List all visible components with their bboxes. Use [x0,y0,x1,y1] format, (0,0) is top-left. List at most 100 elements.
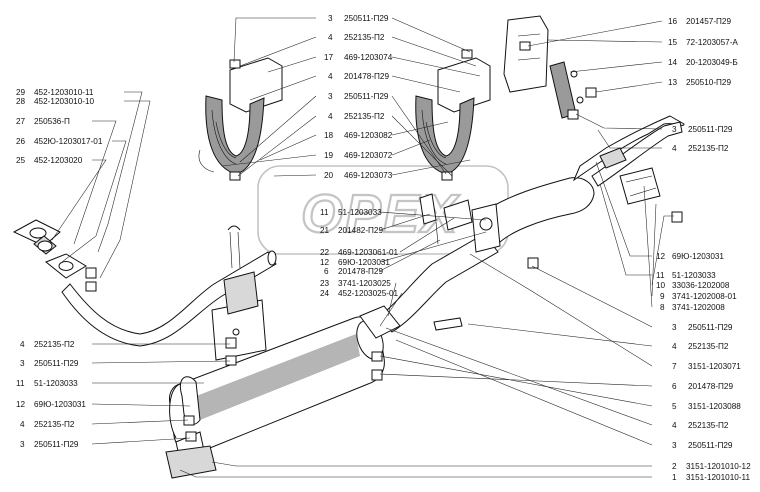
bracket-arm [223,271,259,315]
callout-center-code: 3741-1203025 [338,279,391,288]
callout-right-code: 201478-П29 [688,382,733,391]
labels-right: 16 201457-П29 15 72-1203057-А 14 20-1203… [656,17,751,482]
callout-right-num: 4 [672,144,677,153]
resonator-body [483,177,595,247]
left-hanger-rubber [205,95,265,175]
callout-right-num: 4 [672,342,677,351]
callout-left-num: 4 [20,420,25,429]
callout-center-code: 250511-П29 [344,92,389,101]
callout-left-num: 27 [16,117,26,126]
pad-hole-lower [576,96,584,104]
callout-left-code: 250536-П [34,117,70,126]
bracket-15-edges [517,33,541,61]
callout-left-num: 29 [16,88,26,97]
u-bolt-top [227,225,241,231]
callout-right-code: 51-1203033 [672,271,716,280]
right-hanger-bracket [437,57,491,113]
callout-right-code: 3151-1201010-11 [686,473,750,482]
nut-bracket-3 [225,355,237,366]
callout-center-num: 11 [320,208,329,217]
callout-right-num: 8 [660,303,665,312]
center-bolts [419,193,539,331]
callout-right-num: 4 [672,421,677,430]
bolt-shaft [435,221,439,245]
callout-left-num: 3 [20,359,25,368]
callout-center-code: 469-1203073 [344,171,393,180]
callout-left-code: 250511-П29 [34,359,79,368]
front-exhaust-pipe [12,219,277,347]
callout-center-num: 18 [324,131,334,140]
callout-center-code: 452-1203025-01 [338,289,399,298]
callout-right-num: 5 [672,402,677,411]
callout-left-code: 250511-П29 [34,440,79,449]
callout-center-code: 201478-П29 [338,267,383,276]
callout-right-code: 72-1203057-А [686,38,738,47]
callout-right-code: 3741-1202008 [672,303,725,312]
callout-right-num: 12 [656,252,666,261]
callout-center-num: 24 [320,289,330,298]
callout-left-code: 69Ю-1203031 [34,400,86,409]
callout-right-num: 9 [660,292,665,301]
top-right-bracket [503,15,597,120]
callout-left-code: 51-1203033 [34,379,78,388]
callout-left-code: 452Ю-1203017-01 [34,137,103,146]
callout-right-code: 250511-П29 [688,323,733,332]
clamp-8-edges [625,175,657,197]
callout-left-num: 3 [20,440,25,449]
callout-right-code: 250511-П29 [688,125,733,134]
callout-left-num: 25 [16,156,26,165]
callout-center-num: 20 [324,171,334,180]
bracket-hole [232,328,240,336]
callout-center-num: 17 [324,53,334,62]
pipe-flange-hole [58,261,74,271]
nut-tail-3 [185,431,197,442]
front-flange-hole [29,227,47,239]
tailpipe-mount [165,445,217,479]
left-fasteners [85,267,237,442]
clamp-8 [619,167,661,205]
callout-center-num: 4 [328,72,333,81]
front-pipe-end [267,250,277,266]
callout-right-num: 16 [668,17,678,26]
nut-10 [671,211,683,223]
callout-left-code: 252135-П2 [34,420,75,429]
nut-13-upper [585,87,597,98]
pipe-clamp-upper [599,147,627,169]
callout-right-num: 3 [672,441,677,450]
muffler-nut-b [371,351,383,362]
callout-right-num: 10 [656,281,666,290]
right-clamp-parts [619,167,683,223]
callout-center-num: 6 [324,267,329,276]
callout-left-num: 11 [16,379,25,388]
left-hanger-nut-top [229,59,241,69]
nut-near-resonator [527,257,539,269]
labels-center: 3 250511-П29 4 252135-П2 17 469-1203074 … [320,14,399,298]
callout-left-code: 452-1203010-10 [34,97,95,106]
callout-right-num: 6 [672,382,677,391]
nut-tail-4 [183,415,195,426]
callout-right-num: 2 [672,462,677,471]
bolt-lower [433,317,463,331]
callout-right-code: 250510-П29 [686,78,731,87]
callout-left-code: 452-1203020 [34,156,83,165]
callout-center-code: 469-1203072 [344,151,393,160]
callout-center-num: 21 [320,226,330,235]
callout-center-num: 3 [328,14,333,23]
callout-right-code: 201457-П29 [686,17,731,26]
callout-right-code: 20-1203049-Б [686,58,738,67]
resonator-pipe [377,115,685,333]
callout-right-num: 14 [668,58,678,67]
callout-center-code: 252135-П2 [344,112,385,121]
callout-right-code: 3151-1201010-12 [686,462,751,471]
callout-center-num: 4 [328,33,333,42]
mid-pipe [377,233,499,333]
callout-left-num: 26 [16,137,26,146]
callout-right-num: 13 [668,78,678,87]
labels-left: 29 452-1203010-11 28 452-1203010-10 27 2… [16,88,103,449]
callout-center-code: 252135-П2 [344,33,385,42]
main-muffler [165,305,401,479]
right-rubber-hanger [415,49,491,181]
callout-center-code: 201478-П29 [344,72,389,81]
callout-center-num: 3 [328,92,333,101]
nut-left-flange-a [85,267,97,279]
